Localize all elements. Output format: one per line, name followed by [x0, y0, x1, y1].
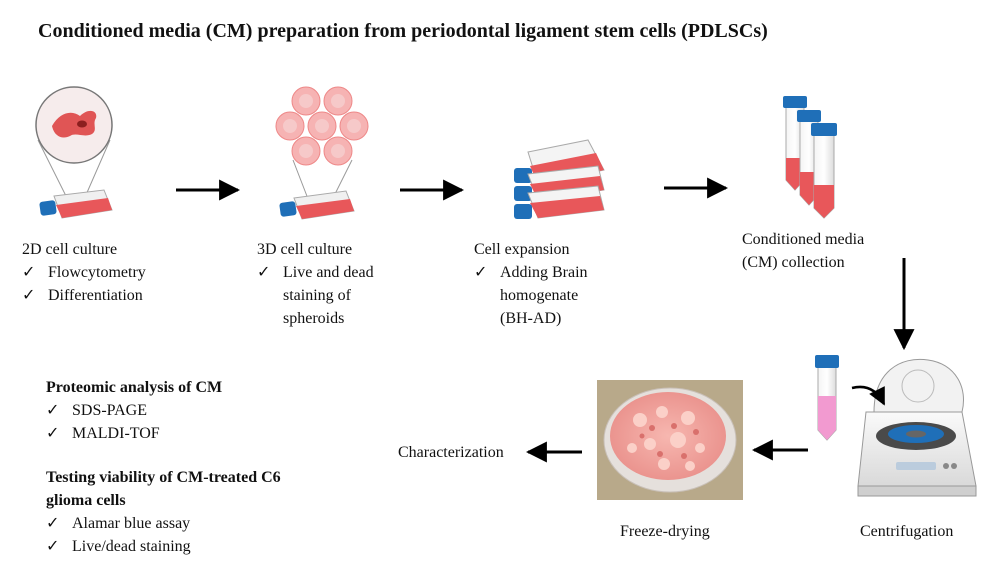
step-label: 3D cell culture: [257, 241, 353, 258]
step-characterization: Characterization: [398, 444, 504, 461]
check-item: ✓Live/dead staining: [46, 538, 191, 555]
check-item: ✓Live and dead: [257, 264, 374, 281]
step-centrifugation: Centrifugation: [860, 523, 954, 540]
pink-tube-icon: [815, 355, 839, 441]
step-label: Cell expansion: [474, 241, 570, 258]
flask-icon-2d: [39, 189, 113, 219]
step-cm-collection: Conditioned media (CM) collection: [742, 231, 865, 271]
step-2d-culture: 2D cell culture ✓Flowcytometry ✓Differen…: [22, 238, 146, 307]
check-item: ✓Alamar blue assay: [46, 515, 191, 532]
page-title: Conditioned media (CM) preparation from …: [38, 20, 768, 42]
step-label: 2D cell culture: [22, 241, 118, 258]
check-item: ✓Flowcytometry: [22, 264, 146, 281]
centrifuge-icon: [851, 358, 977, 497]
step-cell-expansion: Cell expansion ✓Adding Brain homogenate …: [474, 241, 588, 327]
check-item: ✓MALDI-TOF: [46, 425, 160, 442]
stacked-flasks-icon: [514, 139, 605, 219]
step-3d-culture: 3D cell culture ✓Live and dead staining …: [257, 241, 374, 327]
tubes-icon: [783, 96, 837, 219]
cell-icon-2d: [35, 86, 113, 205]
viability-testing-block: Testing viability of CM-treated C6 gliom…: [46, 466, 281, 558]
check-item: ✓SDS-PAGE: [46, 402, 147, 419]
check-item: ✓Differentiation: [22, 287, 143, 304]
section-heading: Testing viability of CM-treated C6: [46, 469, 281, 486]
section-heading: Proteomic analysis of CM: [46, 379, 223, 396]
spheroid-icon: [275, 86, 369, 205]
step-freeze-drying: Freeze-drying: [620, 523, 710, 540]
freeze-dried-sample-image: [597, 380, 743, 500]
flask-icon-3d: [279, 190, 355, 220]
proteomic-analysis-block: Proteomic analysis of CM ✓SDS-PAGE ✓MALD…: [46, 376, 222, 445]
check-item: ✓Adding Brain: [474, 264, 588, 281]
